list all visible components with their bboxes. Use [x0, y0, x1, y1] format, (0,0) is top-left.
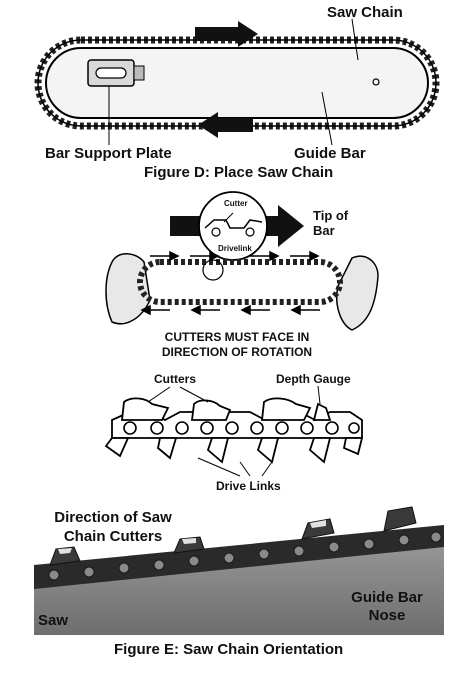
cutter-photo: [383, 506, 417, 532]
saw-label: Saw: [38, 612, 69, 629]
guide-bar-photo: [34, 535, 444, 635]
bar-support-plate-label: Bar Support Plate: [45, 145, 172, 162]
drive-link-shape: [206, 437, 230, 464]
figure-d-caption: Figure D: Place Saw Chain: [144, 164, 334, 181]
guide-bar-nose-line-1: Guide Bar: [351, 589, 423, 606]
held-chain-loop: [137, 259, 343, 305]
cutter-label: Cutter: [224, 199, 248, 208]
rotation-arrow-bottom: [198, 112, 253, 138]
cutter-shape: [260, 397, 312, 421]
drive-link-shape: [157, 437, 178, 460]
right-hand-shape: [336, 255, 379, 331]
figure-e-photo: [34, 505, 444, 635]
drive-links-label: Drive Links: [216, 479, 281, 493]
chain-band-photo: [34, 525, 444, 589]
direction-label-line-2: Chain Cutters: [63, 528, 163, 545]
cutter-shape: [120, 397, 170, 421]
guide-bar-nose-line-2: Nose: [368, 607, 406, 624]
warning-line-2: DIRECTION OF ROTATION: [161, 345, 313, 359]
cutter-shape: [190, 399, 232, 421]
left-hand-shape: [105, 253, 151, 325]
drivelink-label: Drivelink: [218, 244, 252, 253]
chain-photo-drawing: [34, 505, 444, 635]
saw-chain-label: Saw Chain: [327, 4, 403, 21]
cutter-photo: [173, 536, 205, 554]
direction-label-line-1: Direction of Saw: [54, 509, 172, 526]
tip-of-bar-label: Tip of Bar: [313, 208, 349, 238]
figure-e-caption: Figure E: Saw Chain Orientation: [114, 641, 344, 658]
warning-line-1: CUTTERS MUST FACE IN: [164, 330, 310, 344]
drive-link-shape: [256, 437, 280, 464]
drive-link-shape: [308, 437, 332, 464]
rotation-arrow-top: [195, 21, 258, 47]
cutter-photo: [49, 546, 81, 566]
bar-support-plate-shape: [87, 59, 145, 87]
cutters-label: Cutters: [154, 372, 197, 386]
guide-bar-label: Guide Bar: [294, 145, 366, 162]
depth-gauge-label: Depth Gauge: [276, 372, 351, 386]
depth-gauge-shape: [312, 402, 332, 421]
